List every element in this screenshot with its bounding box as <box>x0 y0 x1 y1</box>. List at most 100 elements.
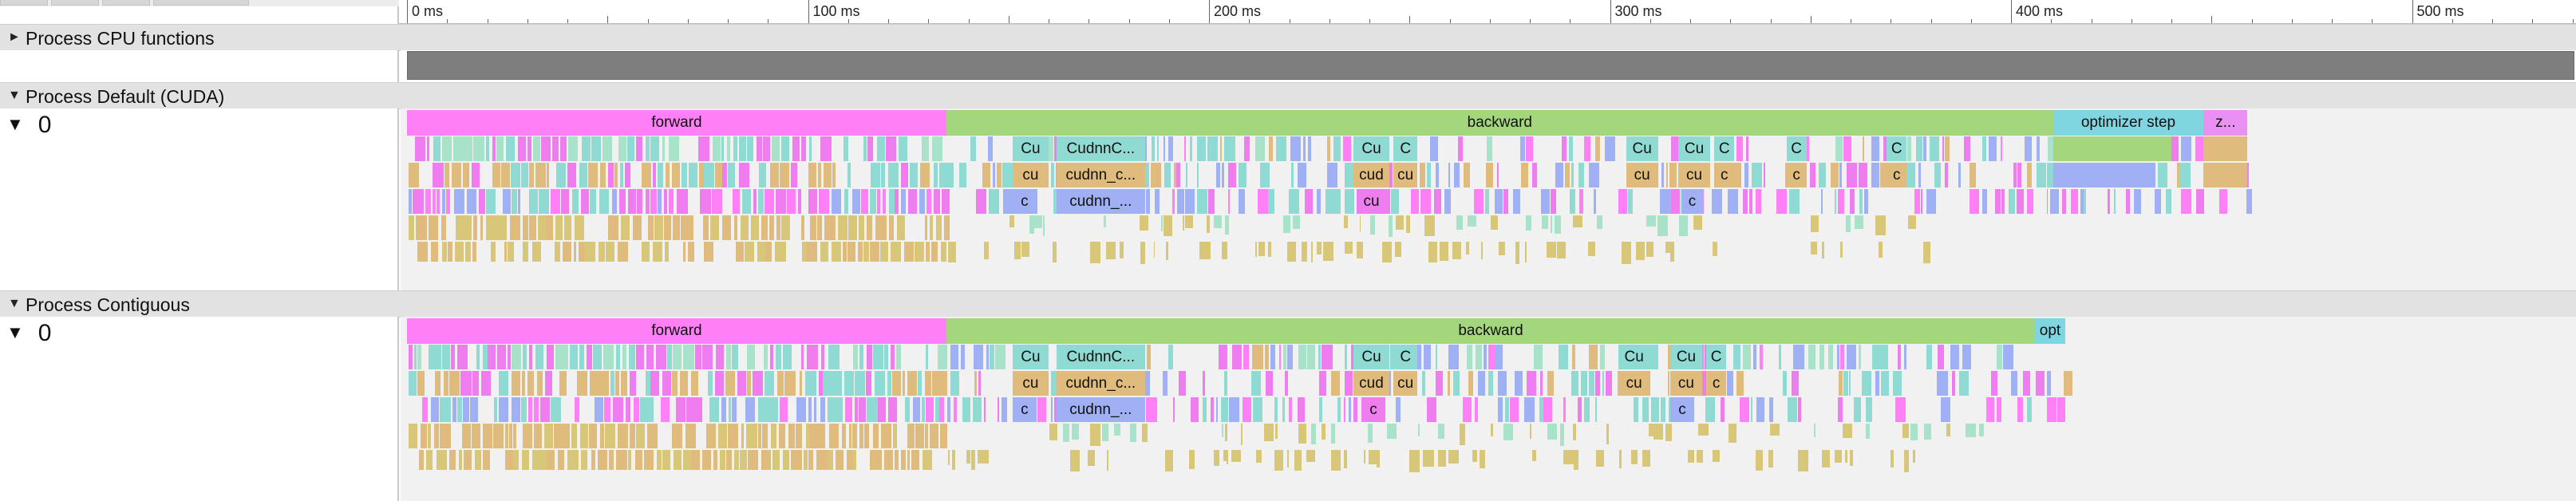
kernel-slice[interactable] <box>891 242 902 262</box>
kernel-slice[interactable] <box>449 371 460 396</box>
kernel-slice[interactable] <box>1106 450 1109 471</box>
kernel-slice[interactable] <box>2181 189 2192 214</box>
kernel-slice[interactable] <box>935 215 942 240</box>
kernel-slice[interactable] <box>813 397 817 422</box>
kernel-slice[interactable] <box>1420 189 1432 214</box>
kernel-slice[interactable] <box>992 163 995 187</box>
kernel-slice[interactable] <box>1294 450 1302 471</box>
kernel-slice[interactable] <box>722 163 727 187</box>
kernel-slice[interactable] <box>493 397 497 422</box>
kernel-slice[interactable] <box>1866 397 1872 422</box>
kernel-slice[interactable] <box>1434 189 1442 214</box>
kernel-slice[interactable] <box>885 136 896 161</box>
kernel-slice[interactable] <box>735 242 744 262</box>
kernel-slice[interactable] <box>485 215 496 240</box>
kernel-slice-labeled[interactable]: cu <box>1618 371 1650 396</box>
kernel-slice[interactable] <box>962 397 970 422</box>
kernel-slice[interactable] <box>2026 189 2034 214</box>
kernel-slice[interactable] <box>1274 450 1283 471</box>
kernel-slice[interactable] <box>839 397 843 422</box>
kernel-slice[interactable] <box>1343 450 1347 469</box>
kernel-slice[interactable] <box>1174 163 1177 187</box>
toolbar-tab[interactable] <box>51 0 99 6</box>
kernel-slice[interactable] <box>726 136 730 161</box>
kernel-slice[interactable] <box>1053 397 1057 422</box>
kernel-slice[interactable] <box>464 136 473 161</box>
kernel-slice[interactable] <box>1156 136 1159 161</box>
kernel-slice[interactable] <box>1807 136 1809 161</box>
kernel-slice[interactable] <box>1009 215 1014 227</box>
optimizer-kernel-slice[interactable] <box>2053 136 2171 161</box>
kernel-slice[interactable] <box>903 242 914 262</box>
kernel-slice[interactable] <box>872 345 883 369</box>
kernel-slice[interactable] <box>1819 345 1824 369</box>
kernel-slice[interactable] <box>859 215 864 240</box>
kernel-slice[interactable] <box>1642 397 1649 422</box>
kernel-slice[interactable] <box>1760 345 1764 369</box>
kernel-slice[interactable] <box>2001 189 2005 214</box>
kernel-slice[interactable] <box>607 163 614 187</box>
kernel-slice[interactable] <box>844 371 854 396</box>
kernel-slice[interactable] <box>780 136 790 161</box>
kernel-slice[interactable] <box>1394 242 1402 258</box>
kernel-slice[interactable] <box>1283 345 1286 369</box>
kernel-slice[interactable] <box>820 136 832 161</box>
kernel-slice-labeled[interactable]: C <box>1393 136 1418 161</box>
kernel-slice[interactable] <box>657 163 663 187</box>
kernel-slice[interactable] <box>818 163 821 187</box>
kernel-slice[interactable] <box>1356 242 1363 258</box>
kernel-slice[interactable] <box>1322 242 1334 262</box>
kernel-slice[interactable] <box>775 189 786 214</box>
kernel-slice[interactable] <box>1207 189 1215 214</box>
kernel-slice[interactable] <box>1950 345 1959 369</box>
kernel-slice[interactable] <box>1642 450 1651 467</box>
kernel-slice-labeled[interactable]: cudnn_... <box>1057 189 1145 214</box>
kernel-slice[interactable] <box>571 424 578 448</box>
kernel-slice[interactable] <box>741 424 745 448</box>
kernel-slice[interactable] <box>695 345 702 369</box>
kernel-slice[interactable] <box>455 215 462 240</box>
kernel-slice[interactable] <box>1875 371 1880 396</box>
kernel-slice[interactable] <box>1532 450 1537 462</box>
kernel-slice[interactable] <box>618 424 629 448</box>
kernel-slice[interactable] <box>847 242 856 262</box>
kernel-slice[interactable] <box>899 136 908 161</box>
kernel-slice[interactable] <box>408 163 419 187</box>
collapse-toggle-icon[interactable]: ▼ <box>8 89 21 102</box>
kernel-slice[interactable] <box>1321 424 1326 440</box>
kernel-slice[interactable] <box>765 371 774 396</box>
kernel-slice[interactable] <box>1578 189 1584 214</box>
kernel-slice[interactable] <box>591 136 602 161</box>
kernel-slice[interactable] <box>567 136 579 161</box>
kernel-slice[interactable] <box>1661 163 1665 187</box>
kernel-slice[interactable] <box>1488 345 1495 369</box>
kernel-slice[interactable] <box>1301 242 1307 262</box>
kernel-slice[interactable] <box>1727 371 1733 396</box>
kernel-slice[interactable] <box>1940 397 1950 422</box>
kernel-slice[interactable] <box>799 371 803 396</box>
kernel-slice[interactable] <box>1543 397 1553 422</box>
kernel-slice[interactable] <box>1164 163 1171 187</box>
kernel-slice[interactable] <box>496 215 507 240</box>
kernel-slice[interactable] <box>925 345 929 369</box>
kernel-slice[interactable] <box>1713 242 1717 257</box>
kernel-slice[interactable] <box>863 136 867 161</box>
kernel-slice[interactable] <box>1303 136 1306 161</box>
kernel-slice[interactable] <box>649 397 654 422</box>
kernel-slice[interactable] <box>832 163 836 187</box>
kernel-slice-labeled[interactable]: cudnn_c... <box>1057 371 1145 396</box>
kernel-slice[interactable] <box>1863 136 1865 161</box>
kernel-slice[interactable] <box>1265 345 1269 369</box>
kernel-slice[interactable] <box>1937 371 1948 396</box>
kernel-slice[interactable] <box>446 189 451 214</box>
kernel-slice[interactable] <box>806 242 817 262</box>
kernel-slice[interactable] <box>1657 215 1668 237</box>
kernel-slice[interactable] <box>740 215 749 240</box>
kernel-slice[interactable] <box>847 215 857 240</box>
kernel-slice-labeled[interactable]: cu <box>1677 163 1711 187</box>
kernel-slice[interactable] <box>808 450 813 470</box>
kernel-slice[interactable] <box>1389 345 1397 369</box>
kernel-slice[interactable] <box>414 136 426 161</box>
kernel-slice[interactable] <box>734 450 739 470</box>
kernel-slice[interactable] <box>1513 189 1520 214</box>
